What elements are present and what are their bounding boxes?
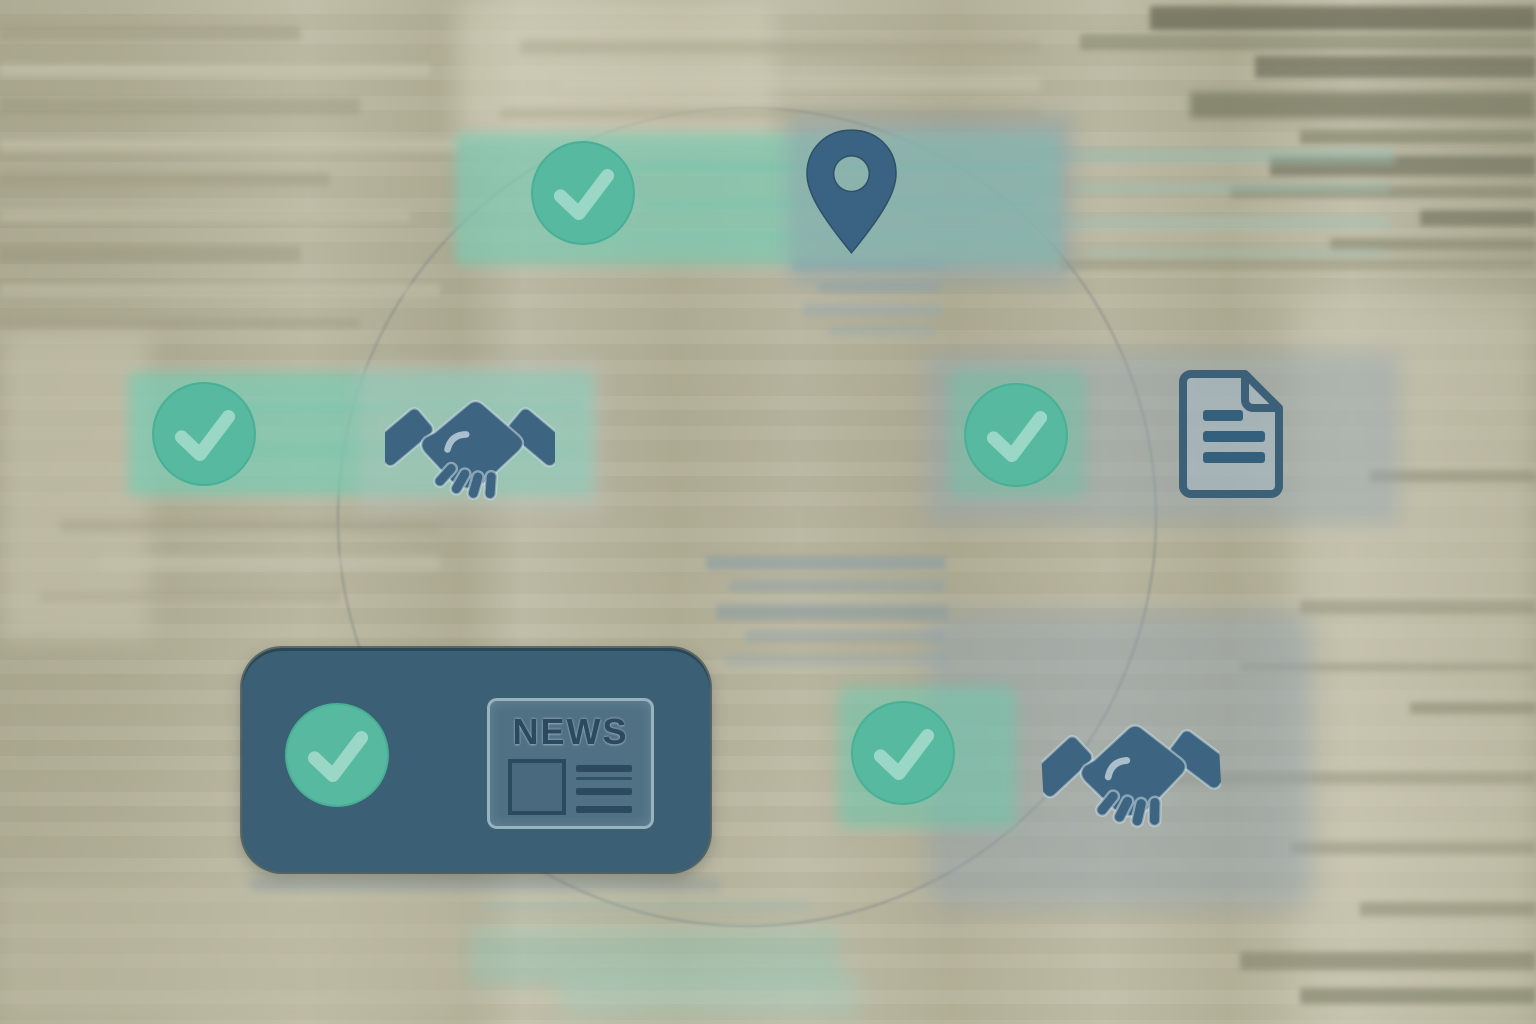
document-icon: [1179, 370, 1283, 498]
location-pin-icon: [806, 129, 897, 255]
check-circle-icon: [152, 382, 256, 486]
check-circle-icon: [531, 141, 635, 245]
check-circle-icon: [285, 703, 389, 807]
check-circle-icon: [851, 701, 955, 805]
check-circle-icon: [964, 383, 1068, 487]
newspaper-text-lines: [576, 765, 632, 824]
handshake-icon: [1039, 699, 1223, 834]
newspaper-headline: NEWS: [512, 711, 629, 752]
newspaper-icon: NEWS: [487, 698, 654, 829]
newspaper-image-placeholder: [508, 759, 566, 815]
handshake-icon: [385, 380, 555, 502]
